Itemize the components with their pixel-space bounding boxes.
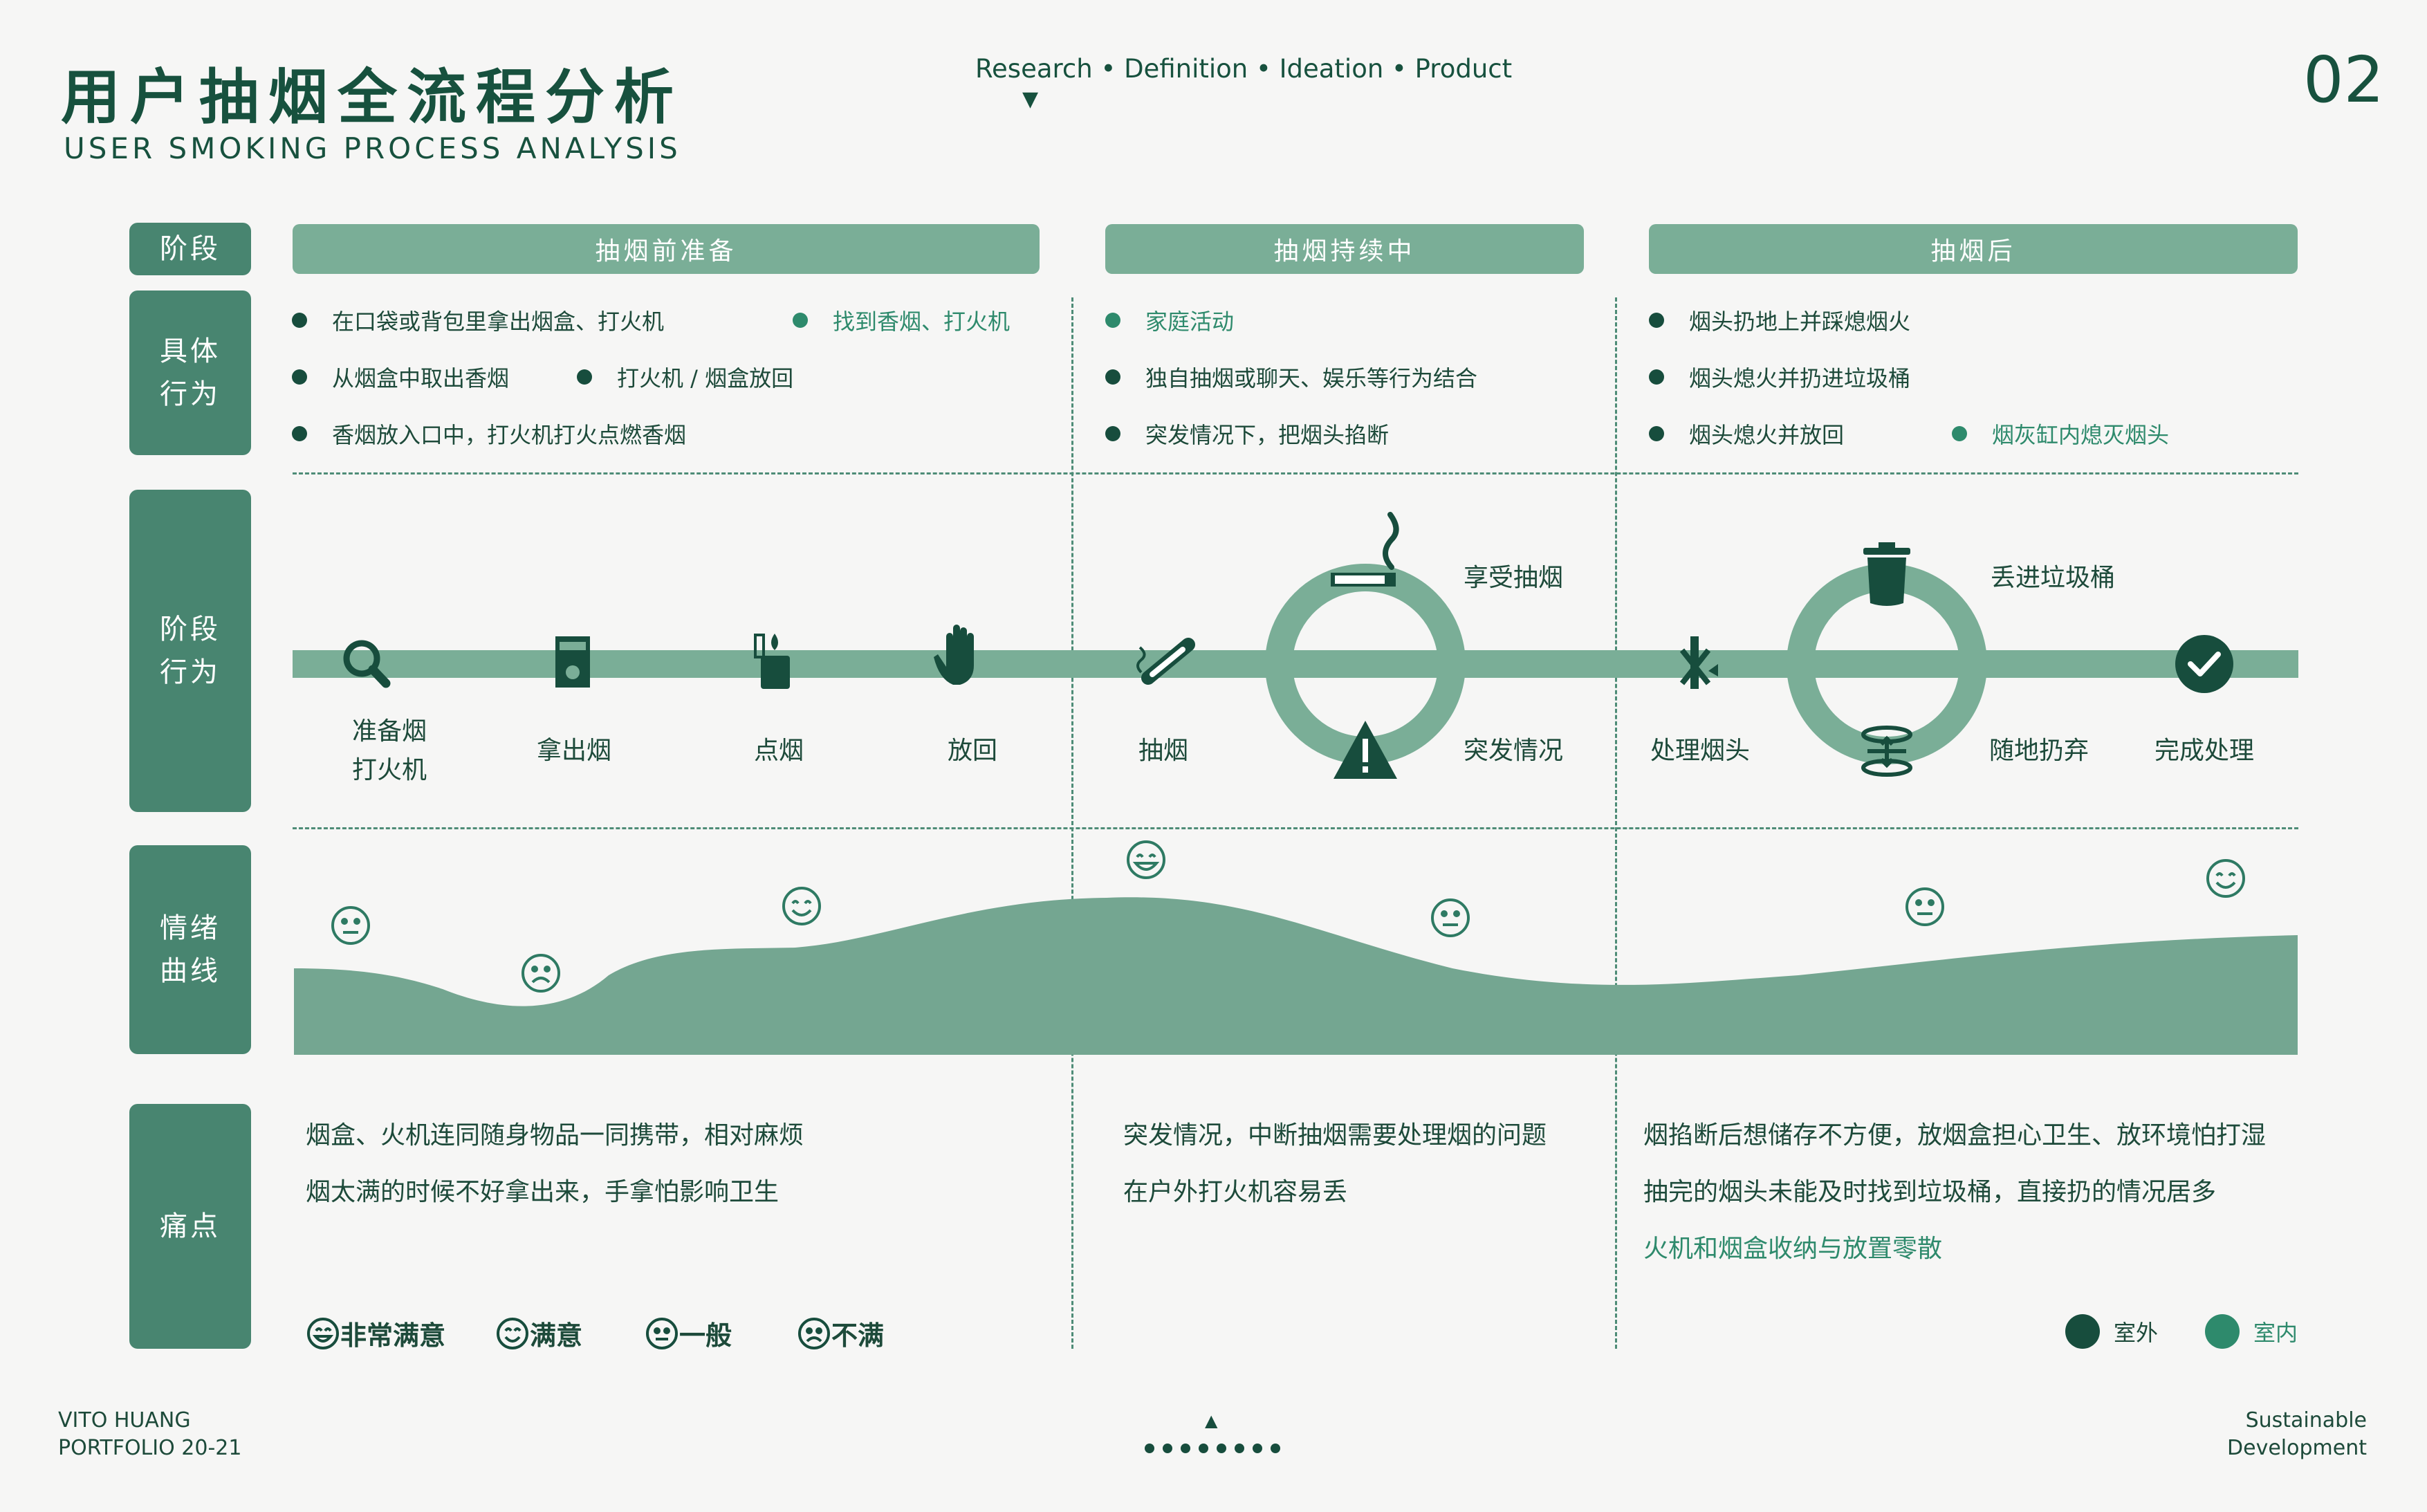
- phase-prepare: 抽烟前准备: [293, 224, 1040, 274]
- very-satisfied-face-icon: [307, 1317, 339, 1349]
- step-label-discard: 随地扔弃: [1988, 737, 2089, 765]
- behavior-item: 从烟盒中取出香烟: [292, 361, 509, 393]
- outdoor-dot: [292, 369, 307, 385]
- page-indicator-arrow-icon: ▲: [1205, 1411, 1218, 1430]
- pain-point: 在户外打火机容易丢: [1123, 1178, 1348, 1206]
- drop-icon: [1861, 726, 1912, 777]
- search-icon: [343, 640, 391, 688]
- step-label-complete: 完成处理: [2154, 737, 2254, 765]
- process-nav[interactable]: Research • Definition • Ideation • Produ…: [975, 54, 1513, 84]
- very-satisfied-face-icon: [1127, 840, 1165, 879]
- outdoor-dot: [1649, 313, 1664, 328]
- cigarette-pack-icon: [555, 636, 590, 688]
- divider-horizontal-2: [293, 827, 2298, 829]
- no-smoking-icon: [1679, 636, 1718, 689]
- page-indicator[interactable]: [1141, 1440, 1286, 1457]
- step-label-take-out: 拿出烟: [536, 737, 611, 765]
- cigarette-icon: [1136, 638, 1195, 685]
- satisfied-face-icon: [2206, 859, 2245, 898]
- indoor-dot: [1952, 426, 1967, 441]
- row-label-stage: 阶段: [129, 223, 251, 275]
- lighter-icon: [754, 634, 790, 689]
- legend-neutral: 一般: [645, 1314, 732, 1352]
- pain-point: 突发情况，中断抽烟需要处理烟的问题: [1123, 1121, 1547, 1150]
- outdoor-dot: [1105, 426, 1120, 441]
- behavior-item: 烟头熄火并放回: [1649, 418, 1844, 450]
- row-label-pain: 痛点: [129, 1104, 251, 1349]
- legend-outdoor: 室外: [2065, 1314, 2158, 1349]
- behavior-item: 找到香烟、打火机: [793, 304, 1010, 336]
- legend-satisfied: 满意: [495, 1314, 582, 1352]
- page-title: 用户抽烟全流程分析: [61, 63, 683, 132]
- divider-horizontal-1: [293, 472, 2298, 474]
- outdoor-dot: [577, 369, 592, 385]
- step-label-enjoy: 享受抽烟: [1463, 564, 1563, 592]
- indoor-dot: [1105, 313, 1120, 328]
- phase-during: 抽烟持续中: [1105, 224, 1584, 274]
- warning-icon: [1334, 721, 1397, 779]
- behavior-item: 打火机 / 烟盒放回: [577, 361, 793, 393]
- behavior-item: 香烟放入口中，打火机打火点燃香烟: [292, 418, 686, 450]
- nav-arrow-icon: ▼: [1022, 87, 1039, 111]
- outdoor-dot: [1649, 426, 1664, 441]
- satisfied-face-icon: [782, 887, 821, 925]
- legend-indoor: 室内: [2205, 1314, 2298, 1349]
- step-label-trash: 丢进垃圾桶: [1990, 564, 2115, 592]
- phase-after: 抽烟后: [1649, 224, 2298, 274]
- outdoor-dot: [2065, 1314, 2100, 1349]
- neutral-face-icon: [1431, 898, 1470, 937]
- divider-vertical-2: [1615, 297, 1617, 1349]
- outdoor-dot: [292, 313, 307, 328]
- hand-icon: [934, 625, 974, 685]
- unsatisfied-face-icon: [798, 1317, 830, 1349]
- step-label-put-back: 放回: [947, 737, 997, 765]
- row-label-emotion: 情绪曲线: [129, 845, 251, 1054]
- check-icon: [2175, 635, 2233, 693]
- indoor-dot: [793, 313, 808, 328]
- divider-vertical-1: [1071, 297, 1073, 1349]
- row-label-stage-behavior: 阶段行为: [129, 490, 251, 812]
- pain-point: 火机和烟盒收纳与放置零散: [1643, 1235, 1943, 1263]
- outdoor-dot: [292, 426, 307, 441]
- satisfied-face-icon: [497, 1317, 528, 1349]
- pain-point: 烟盒、火机连同随身物品一同携带，相对麻烦: [306, 1121, 804, 1150]
- page-number: 02: [2303, 43, 2385, 117]
- trash-icon: [1863, 542, 1910, 606]
- behavior-item: 烟灰缸内熄灭烟头: [1952, 418, 2169, 450]
- step-label-emergency: 突发情况: [1463, 737, 1563, 765]
- step-label-prepare: 准备烟打火机: [351, 717, 427, 784]
- row-label-behavior: 具体行为: [129, 291, 251, 455]
- behavior-item: 烟头熄火并扔进垃圾桶: [1649, 361, 1910, 393]
- outdoor-dot: [1649, 369, 1664, 385]
- step-label-handle: 处理烟头: [1650, 737, 1750, 765]
- behavior-item: 在口袋或背包里拿出烟盒、打火机: [292, 304, 664, 336]
- pain-point: 烟太满的时候不好拿出来，手拿怕影响卫生: [306, 1178, 779, 1206]
- outdoor-dot: [1105, 369, 1120, 385]
- unsatisfied-face-icon: [522, 954, 560, 993]
- step-label-smoke: 抽烟: [1138, 737, 1188, 765]
- neutral-face-icon: [1905, 887, 1944, 926]
- smoking-cigarette-icon: [1331, 512, 1399, 587]
- step-label-light: 点烟: [753, 737, 804, 765]
- behavior-item: 烟头扔地上并踩熄烟火: [1649, 304, 1910, 336]
- page-subtitle: USER SMOKING PROCESS ANALYSIS: [64, 131, 681, 165]
- pain-point: 烟掐断后想储存不方便，放烟盒担心卫生、放环境怕打湿: [1643, 1121, 2267, 1150]
- emotion-area: [294, 897, 2298, 1055]
- pain-point: 抽完的烟头未能及时找到垃圾桶，直接扔的情况居多: [1643, 1178, 2217, 1206]
- legend-unsatisfied: 不满: [797, 1314, 884, 1352]
- neutral-face-icon: [646, 1317, 678, 1349]
- legend-very-satisfied: 非常满意: [306, 1314, 445, 1352]
- behavior-item: 家庭活动: [1105, 304, 1234, 336]
- neutral-face-icon: [331, 906, 370, 945]
- indoor-dot: [2205, 1314, 2240, 1349]
- behavior-item: 突发情况下，把烟头掐断: [1105, 418, 1389, 450]
- behavior-item: 独自抽烟或聊天、娱乐等行为结合: [1105, 361, 1477, 393]
